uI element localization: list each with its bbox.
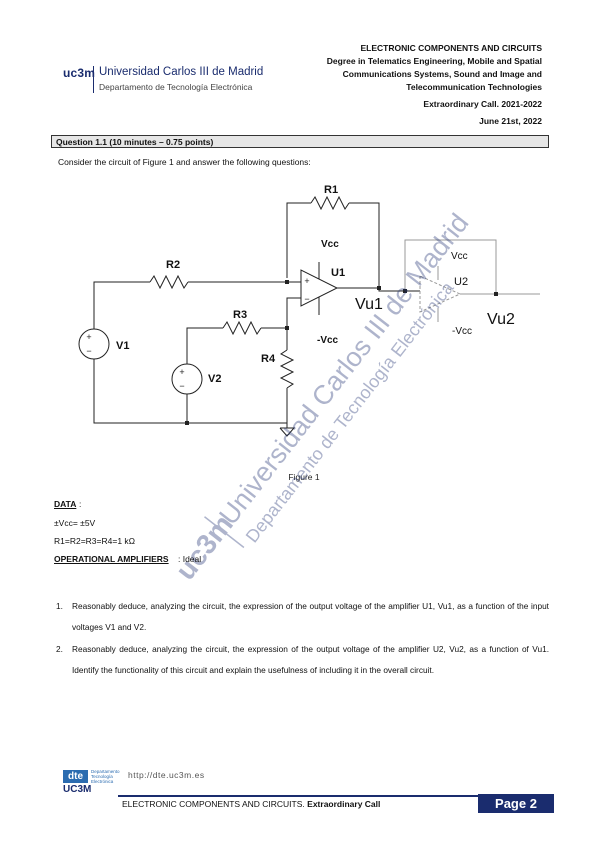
data-heading-colon: : (79, 499, 82, 509)
wire (186, 327, 223, 364)
node (185, 421, 189, 425)
list-item: 2. Reasonably deduce, analyzing the circ… (56, 639, 549, 681)
label-nvcc-u2: -Vcc (452, 326, 472, 337)
label-v2: V2 (208, 373, 221, 385)
label-vu1: Vu1 (355, 296, 383, 313)
header-date: June 21st, 2022 (479, 116, 542, 126)
watermark-department: Departamento de Tecnología Electrónica (242, 277, 458, 546)
resistor-r4 (279, 349, 295, 389)
wire (404, 239, 497, 296)
label-u2: U2 (454, 276, 468, 288)
footer-course: ELECTRONIC COMPONENTS AND CIRCUITS. Extr… (122, 799, 380, 809)
watermark-divider (204, 516, 245, 549)
node (403, 289, 407, 293)
label-vu2: Vu2 (487, 311, 515, 328)
dte-logo-text: Departamento Tecnología Electrónica (91, 769, 120, 784)
resistor-r3 (222, 320, 262, 336)
list-item-number: 1. (56, 601, 63, 611)
label-r4: R4 (261, 353, 276, 365)
list-item-number: 2. (56, 644, 63, 654)
minus-sign-v1: − (86, 346, 91, 356)
label-r3: R3 (233, 309, 247, 321)
node (494, 292, 498, 296)
data-vcc: ±Vcc= ±5V (54, 518, 96, 528)
wire (261, 297, 301, 329)
list-item-text: Reasonably deduce, analyzing the circuit… (72, 601, 549, 632)
label-vcc-u1: Vcc (321, 239, 339, 250)
page-number: Page 2 (478, 794, 554, 813)
label-nvcc-u1: -Vcc (317, 335, 339, 346)
dte-url-link[interactable]: http://dte.uc3m.es (128, 770, 205, 780)
department-name: Departamento de Tecnología Electrónica (99, 82, 253, 92)
node (285, 280, 289, 284)
wire (93, 281, 150, 329)
label-r2: R2 (166, 259, 180, 271)
minus-sign-v2: − (179, 381, 184, 391)
question-intro: Consider the circuit of Figure 1 and ans… (58, 157, 311, 167)
wire (93, 359, 287, 424)
header-call: Extraordinary Call. 2021-2022 (423, 99, 542, 109)
list-item: 1. Reasonably deduce, analyzing the circ… (56, 596, 549, 638)
minus-sign-u1: − (304, 294, 309, 304)
dte-logo: dte (63, 770, 88, 783)
source-v2 (171, 363, 203, 395)
source-v1 (78, 328, 110, 360)
wire (349, 202, 380, 291)
node (285, 326, 289, 330)
logo-divider (93, 66, 94, 93)
header-degree-2: Communications Systems, Sound and Image … (342, 69, 542, 79)
label-vcc-u2: Vcc (451, 251, 468, 262)
footer-course-name: ELECTRONIC COMPONENTS AND CIRCUITS. (122, 799, 305, 809)
dte-uc3m-label: UC3M (63, 784, 92, 795)
resistor-r1 (310, 195, 350, 211)
header-degree-1: Degree in Telematics Engineering, Mobile… (326, 56, 542, 66)
data-opamps-value: : Ideal (178, 554, 202, 564)
plus-sign-u1: + (304, 276, 309, 286)
label-v1: V1 (116, 340, 129, 352)
university-name: Universidad Carlos III de Madrid (99, 66, 264, 78)
figure-caption: Figure 1 (288, 472, 319, 482)
footer-rule (118, 795, 554, 797)
data-heading: DATA (54, 499, 77, 509)
data-opamps-label: OPERATIONAL AMPLIFIERS (54, 554, 169, 564)
wire (286, 202, 311, 278)
opamp-u2 (419, 275, 462, 313)
header-degree-3: Telecommunication Technologies (406, 82, 542, 92)
footer-call: Extraordinary Call (307, 799, 381, 809)
label-u1: U1 (331, 267, 345, 279)
uc3m-logo: uc3m (63, 66, 96, 80)
resistor-r2 (149, 274, 189, 290)
node (377, 286, 381, 290)
header-course: ELECTRONIC COMPONENTS AND CIRCUITS (360, 43, 543, 53)
plus-sign-v1: + (86, 332, 91, 342)
label-r1: R1 (324, 184, 338, 196)
plus-sign-v2: + (179, 367, 184, 377)
question-title: Question 1.1 (10 minutes – 0.75 points) (51, 135, 549, 148)
watermark-university: Universidad Carlos III de Madrid (213, 208, 474, 530)
data-resistors: R1=R2=R3=R4=1 kΩ (54, 536, 136, 546)
list-item-text: Reasonably deduce, analyzing the circuit… (72, 644, 549, 675)
